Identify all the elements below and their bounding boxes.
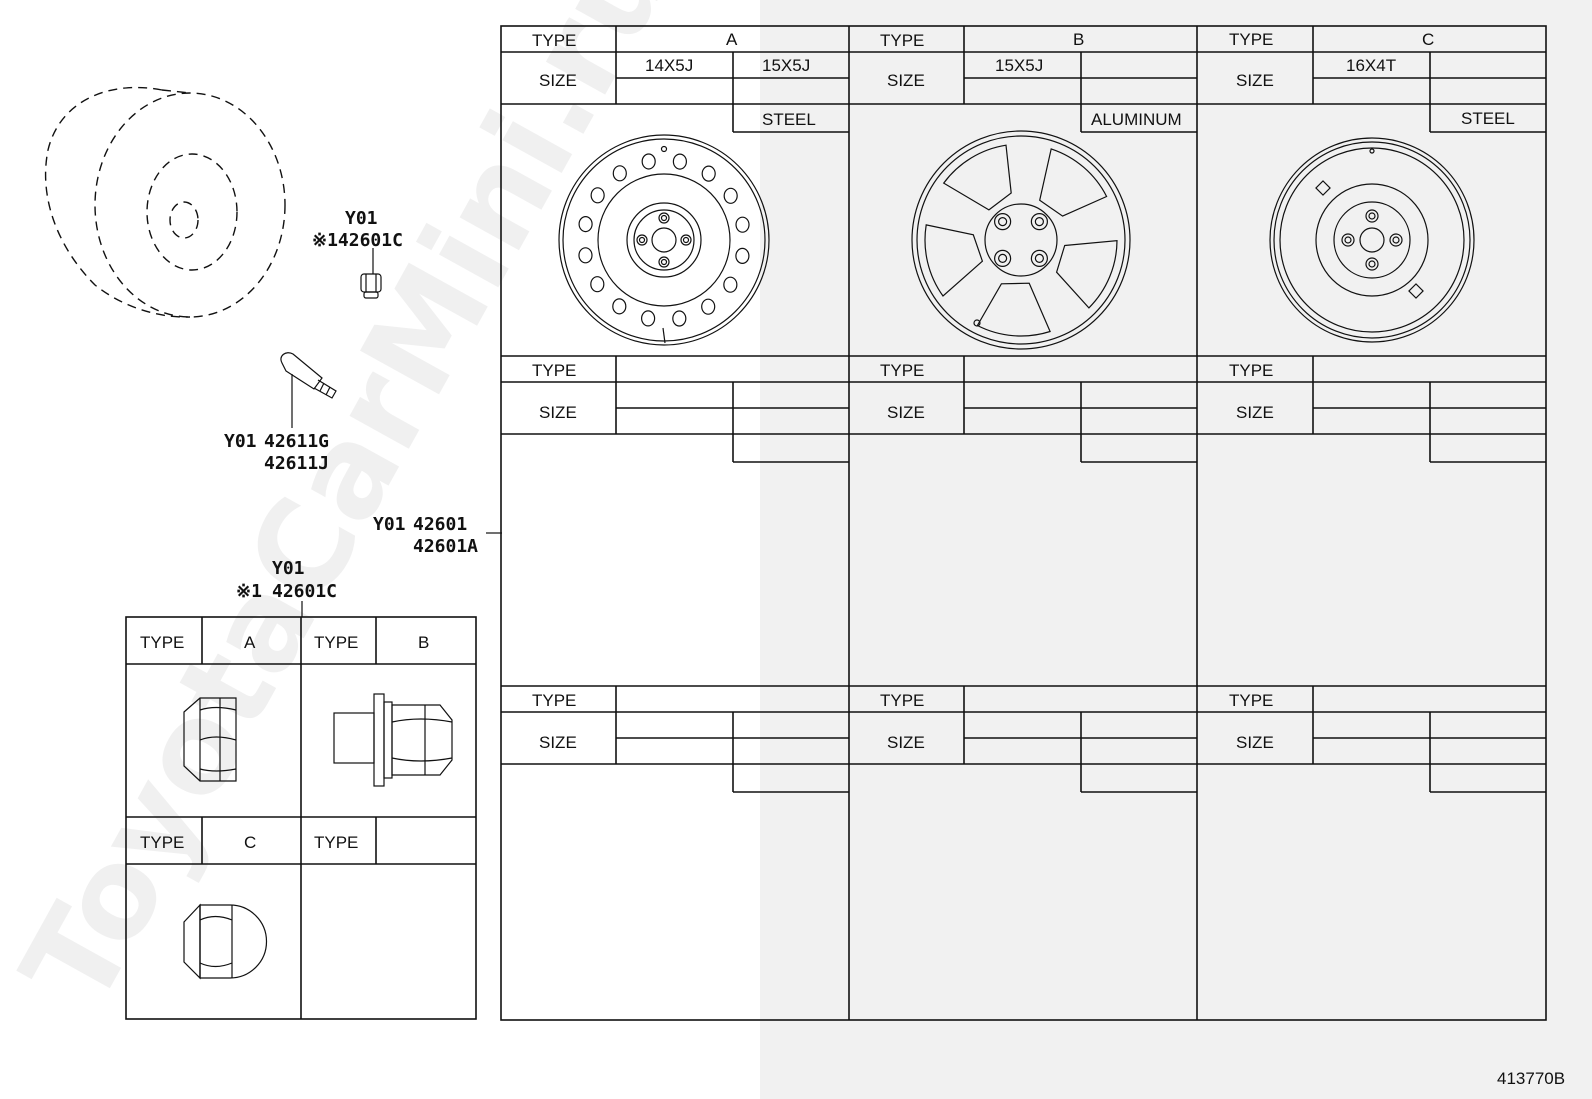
valve-part-number-alt: 42611J — [264, 453, 329, 474]
valve-code: Y01 — [224, 431, 257, 452]
row3-a-type-label: TYPE — [532, 691, 576, 710]
wheel-code: Y01 — [373, 514, 406, 535]
nut-mark: ※1 — [236, 581, 262, 602]
drawing-code: 413770B — [1497, 1069, 1565, 1088]
wheel-a-size-1: 14X5J — [645, 56, 693, 75]
wheel-c-type-value: C — [1422, 30, 1434, 49]
valve-cap-part-number: ※142601C — [312, 230, 403, 251]
nut-b-drawing — [333, 693, 453, 787]
wheel-b-aluminum-drawing — [911, 130, 1131, 350]
wheel-c-type-label: TYPE — [1229, 30, 1273, 49]
row2-b-type-label: TYPE — [880, 361, 924, 380]
wheel-a-type-value: A — [726, 30, 738, 49]
nut-c-drawing — [183, 903, 268, 980]
row3-c-size-label: SIZE — [1236, 733, 1274, 752]
row3-b-type-label: TYPE — [880, 691, 924, 710]
row2-b-size-label: SIZE — [887, 403, 925, 422]
valve-cap-code: Y01 — [345, 208, 378, 229]
wheel-b-type-label: TYPE — [880, 31, 924, 50]
row2-a-size-label: SIZE — [539, 403, 577, 422]
wheel-table-grid — [500, 25, 1547, 1021]
wheel-b-size-1: 15X5J — [995, 56, 1043, 75]
tire-wheel-dashed — [44, 86, 286, 318]
wheel-part-number: 42601 — [413, 514, 467, 535]
wheel-c-size-label: SIZE — [1236, 71, 1274, 90]
row2-c-size-label: SIZE — [1236, 403, 1274, 422]
nut-part-number: 42601C — [272, 581, 337, 602]
nut-type-label-2: TYPE — [314, 633, 358, 652]
nut-code: Y01 — [272, 558, 305, 579]
row2-a-type-label: TYPE — [532, 361, 576, 380]
nut-table — [125, 616, 477, 1020]
row3-a-size-label: SIZE — [539, 733, 577, 752]
wheel-part-number-alt: 42601A — [413, 536, 478, 557]
nut-type-value-2: B — [418, 633, 429, 652]
wheel-a-material: STEEL — [762, 110, 816, 129]
nut-type-label-4: TYPE — [314, 833, 358, 852]
row3-b-size-label: SIZE — [887, 733, 925, 752]
nut-type-value-3: C — [244, 833, 256, 852]
wheel-b-material: ALUMINUM — [1091, 110, 1182, 129]
wheel-a-steel-drawing — [558, 134, 770, 346]
shaded-region — [760, 0, 1592, 1099]
valve-cap-drawing — [360, 248, 382, 299]
wheel-c-size-1: 16X4T — [1346, 56, 1396, 75]
nut-type-value-1: A — [244, 633, 256, 652]
wheel-b-size-label: SIZE — [887, 71, 925, 90]
nut-type-label-3: TYPE — [140, 833, 184, 852]
wheel-a-size-label: SIZE — [539, 71, 577, 90]
wheel-a-size-2: 15X5J — [762, 56, 810, 75]
valve-stem-drawing — [280, 352, 337, 428]
nut-type-label-1: TYPE — [140, 633, 184, 652]
nut-a-drawing — [183, 697, 237, 782]
row3-c-type-label: TYPE — [1229, 691, 1273, 710]
row2-c-type-label: TYPE — [1229, 361, 1273, 380]
wheel-c-steel-drawing — [1269, 137, 1475, 343]
wheel-a-type-label: TYPE — [532, 31, 576, 50]
valve-part-number: 42611G — [264, 431, 329, 452]
wheel-b-type-value: B — [1073, 30, 1084, 49]
wheel-c-material: STEEL — [1461, 109, 1515, 128]
